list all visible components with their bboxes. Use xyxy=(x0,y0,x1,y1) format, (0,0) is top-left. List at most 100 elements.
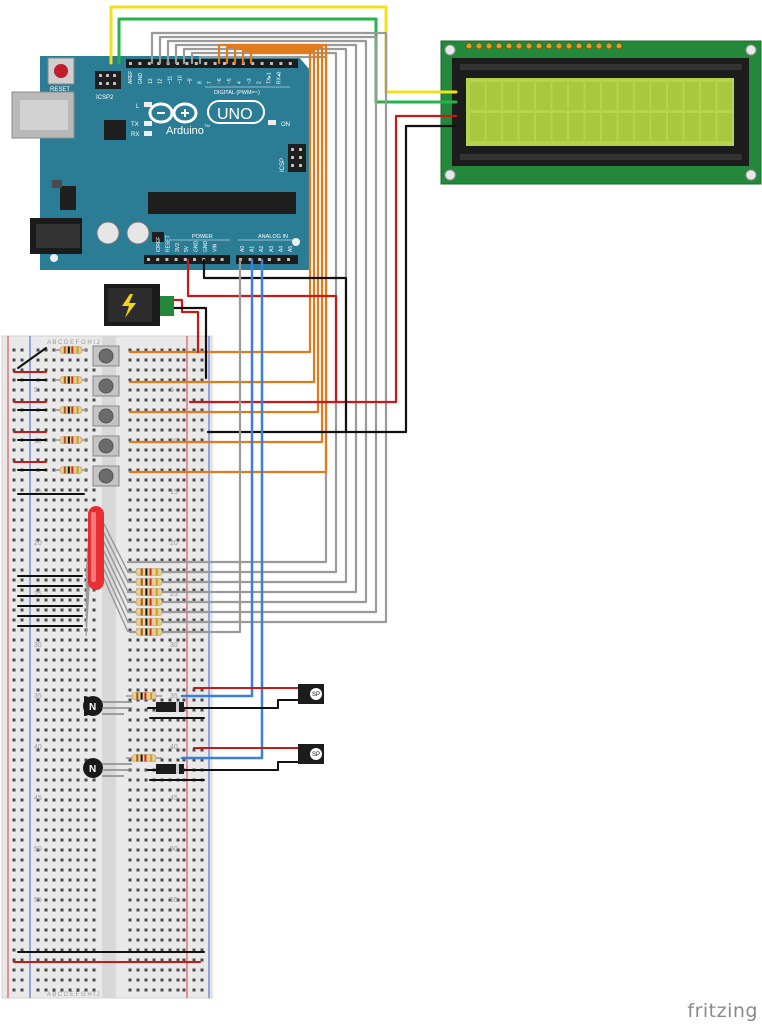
row-number-left: 5 xyxy=(34,387,38,394)
wire-black-gnd xyxy=(202,258,348,434)
pin-label: ~11 xyxy=(168,76,174,84)
power-header xyxy=(144,255,230,264)
wire-black-sp2 xyxy=(147,761,299,771)
wire-green xyxy=(117,17,458,104)
pin-label: 12 xyxy=(158,78,164,84)
wire-gray-2 xyxy=(126,35,378,614)
pin-label: IOREF xyxy=(156,237,162,252)
row-number-left: 45 xyxy=(34,795,42,802)
wire-black-rail xyxy=(168,306,208,380)
diode-2 xyxy=(156,764,184,774)
pin-label: 5V xyxy=(184,245,190,252)
row-number-right: 20 xyxy=(170,540,178,547)
column-letters-top: A B C D E F G H I J xyxy=(47,340,100,346)
lcd-16x2-module xyxy=(440,40,762,185)
pin-label: A3 xyxy=(269,246,275,252)
push-button xyxy=(92,375,120,397)
reset-button xyxy=(54,64,68,78)
pin-label: ~3 xyxy=(247,78,253,84)
wire-gray-5 xyxy=(126,47,348,584)
arduino-uno-board: RESET ICSP2 Arduino TM UNO L TX RX xyxy=(11,56,310,270)
pin-label: 8 xyxy=(197,81,203,84)
pin-label: A1 xyxy=(250,246,256,252)
wire-orange-3 xyxy=(128,47,320,414)
pin-label: ~9 xyxy=(187,78,193,84)
row-number-right: 35 xyxy=(170,693,178,700)
transistor-1: N xyxy=(83,696,132,716)
push-button xyxy=(92,405,120,427)
wire-orange-2 xyxy=(128,45,324,444)
wire-red-rail xyxy=(168,298,200,354)
pin-label: A0 xyxy=(240,246,246,252)
wire-gray-4 xyxy=(126,43,358,594)
row-number-left: 55 xyxy=(34,897,42,904)
transistor-2: N xyxy=(83,758,132,778)
wire-orange-5 xyxy=(128,51,312,354)
wire-red-lcd xyxy=(334,114,458,404)
push-button xyxy=(92,465,120,487)
wire-red-5v xyxy=(186,258,338,404)
pin-label: GND xyxy=(138,73,144,85)
row-number-right: 40 xyxy=(170,744,178,751)
pin-label: 7 xyxy=(207,81,213,84)
wire-black-sp1 xyxy=(147,699,299,709)
row-number-left: 20 xyxy=(34,540,42,547)
pin-label: A2 xyxy=(259,246,265,252)
pin-label: 4 xyxy=(237,81,243,84)
transistor-2-label: N xyxy=(89,764,96,775)
digital-label: DIGITAL (PWM=~) xyxy=(214,90,260,96)
wire-gray-3 xyxy=(126,39,368,604)
led-l-label: L xyxy=(136,104,140,110)
icsp-label: ICSP xyxy=(280,158,286,172)
led-tx-label: TX xyxy=(131,122,139,128)
wire-orange-1 xyxy=(128,43,328,474)
row-number-right: 25 xyxy=(170,591,178,598)
pin-label: ~6 xyxy=(217,78,223,84)
transistor-resistors xyxy=(126,692,162,762)
led-on-label: ON xyxy=(281,122,290,128)
wire-blue-1 xyxy=(180,258,254,698)
digital-header xyxy=(126,59,298,68)
speaker-2-label: SP xyxy=(312,752,320,758)
atmega-chip xyxy=(148,192,296,214)
reset-label: RESET xyxy=(50,87,70,93)
column-letters-bottom: A B C D E F G H I J xyxy=(47,992,100,998)
speaker-1-label: SP xyxy=(312,692,320,698)
row-number-left: 15 xyxy=(34,489,42,496)
pin-label: RESET xyxy=(165,235,171,252)
analog-header xyxy=(236,255,298,264)
row-number-left: 10 xyxy=(34,438,42,445)
arduino-tm: TM xyxy=(204,123,210,128)
row-number-left: 50 xyxy=(34,846,42,853)
pin-label: TX▸1 xyxy=(267,72,273,84)
pin-label: ~10 xyxy=(178,75,184,84)
push-buttons xyxy=(92,345,120,487)
row-number-left: 40 xyxy=(34,744,42,751)
wire-gray-1 xyxy=(126,31,388,624)
row-number-right: 30 xyxy=(170,642,178,649)
lightning-icon xyxy=(122,294,136,318)
row-number-right: 55 xyxy=(170,897,178,904)
led-bar xyxy=(85,506,129,637)
row-number-left: 30 xyxy=(34,642,42,649)
arduino-brand: Arduino xyxy=(166,125,204,137)
speaker-2: SP xyxy=(298,744,324,764)
pin-label: RX◂0 xyxy=(277,72,283,84)
push-button xyxy=(92,345,120,367)
pin-label: GND xyxy=(194,241,200,253)
icsp2-label: ICSP2 xyxy=(96,95,114,101)
speaker-1: SP xyxy=(298,684,324,704)
diode-1 xyxy=(156,702,184,712)
pin-label: A4 xyxy=(278,246,284,252)
analog-label: ANALOG IN xyxy=(258,234,288,240)
row-number-right: 15 xyxy=(170,489,178,496)
lcd-character-cells xyxy=(470,82,732,141)
pin-label: AREF xyxy=(128,71,134,84)
pin-label: 2 xyxy=(257,81,263,84)
row-number-left: 25 xyxy=(34,591,42,598)
